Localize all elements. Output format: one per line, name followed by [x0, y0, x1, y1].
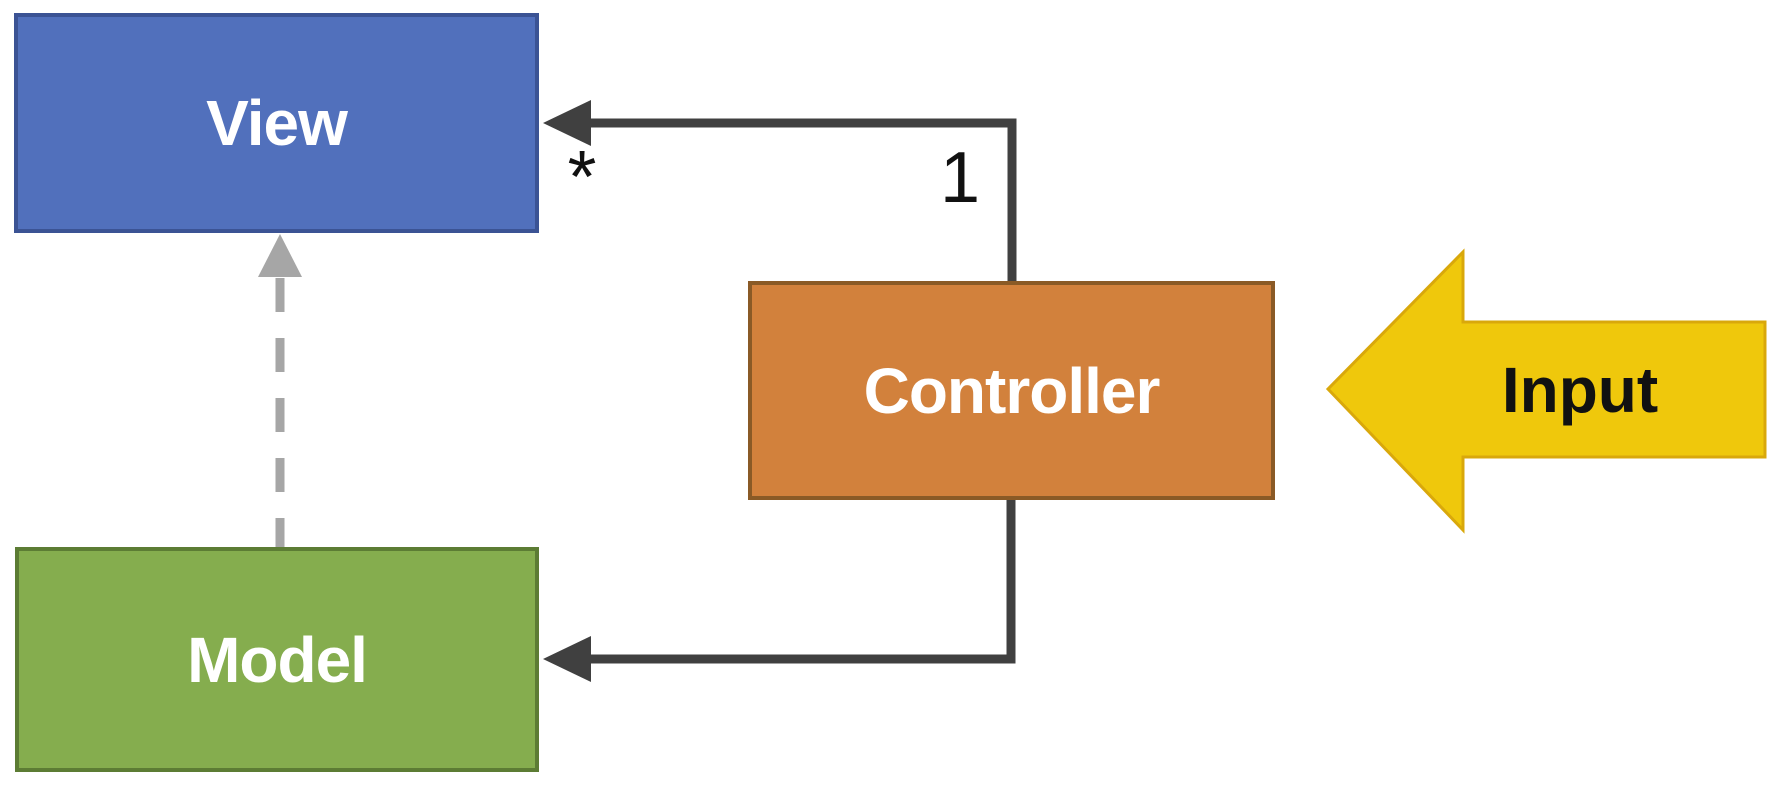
multiplicity-many-label: *	[567, 135, 597, 218]
controller-to-view-arrowhead-icon	[543, 100, 591, 146]
model-to-view-arrowhead-icon	[258, 234, 302, 277]
controller-to-model-connector	[558, 497, 1016, 664]
model-node: Model	[15, 547, 539, 772]
controller-to-view-connector	[558, 118, 1017, 285]
view-node: View	[14, 13, 539, 233]
model-node-label: Model	[187, 623, 368, 696]
view-node-label: View	[206, 87, 348, 159]
input-arrow-label: Input	[1501, 354, 1659, 426]
controller-to-model-arrowhead-icon	[543, 636, 591, 682]
input-arrow-icon	[1325, 248, 1767, 534]
controller-node: Controller	[748, 281, 1275, 500]
controller-node-label: Controller	[863, 354, 1161, 427]
multiplicity-one-label: 1	[939, 138, 981, 218]
